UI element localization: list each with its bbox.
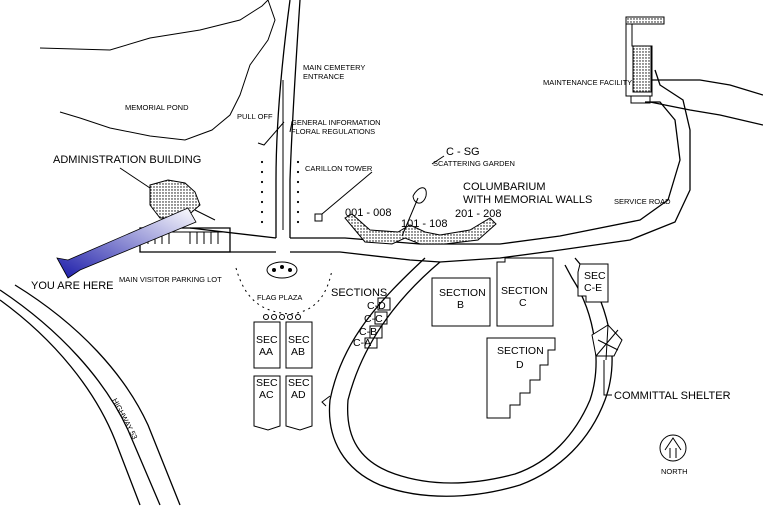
- north-arrow: [659, 434, 687, 462]
- section-ce-line2: C-E: [584, 282, 602, 294]
- section-c-line1: SECTION: [501, 285, 548, 297]
- sections-bcd: [431, 257, 556, 419]
- label-main-visitor-parking-lot: MAIN VISITOR PARKING LOT: [119, 275, 222, 284]
- committal-shelter[interactable]: [591, 324, 623, 361]
- label-c-sg: C - SG: [446, 146, 480, 158]
- section-ac-line1: SEC: [256, 377, 278, 389]
- sections-aa-ad: [253, 321, 313, 431]
- label-pull-off: PULL OFF: [237, 112, 273, 121]
- label-columbarium-2: WITH MEMORIAL WALLS: [463, 194, 592, 206]
- maintenance-facility[interactable]: [625, 16, 665, 104]
- section-cc: C-C: [364, 313, 383, 325]
- section-ad-line2: AD: [291, 389, 306, 401]
- label-service-road: SERVICE ROAD: [614, 197, 671, 206]
- highway-53: [0, 289, 161, 506]
- label-flag-plaza: FLAG PLAZA: [257, 293, 302, 302]
- label-carillon-tower: CARILLON TOWER: [305, 164, 373, 173]
- label-scattering-garden: SCATTERING GARDEN: [433, 159, 515, 168]
- section-ce-line1: SEC: [584, 270, 606, 282]
- label-main-cemetery-entrance-2: ENTRANCE: [303, 72, 344, 81]
- label-sections: SECTIONS: [331, 287, 387, 299]
- section-aa-line1: SEC: [256, 334, 278, 346]
- label-wall-201-208: 201 - 208: [455, 208, 501, 220]
- service-road: [649, 79, 763, 126]
- section-b-line1: SECTION: [439, 287, 486, 299]
- section-ab-line1: SEC: [288, 334, 310, 346]
- columbarium[interactable]: [344, 187, 497, 245]
- section-ce: [577, 263, 609, 303]
- label-maintenance-facility: MAINTENANCE FACILITY: [543, 78, 632, 87]
- label-committal-shelter: COMMITTAL SHELTER: [614, 390, 731, 402]
- label-wall-001-008: 001 - 008: [345, 207, 391, 219]
- section-d-line2: D: [516, 359, 524, 371]
- label-floral-regulations: FLORAL REGULATIONS: [291, 127, 375, 136]
- section-cd: C-D: [367, 300, 386, 312]
- section-ab-line2: AB: [291, 346, 305, 358]
- section-ac-line2: AC: [259, 389, 274, 401]
- label-memorial-pond: MEMORIAL POND: [125, 103, 189, 112]
- flag-plaza[interactable]: [235, 261, 333, 320]
- section-d-line1: SECTION: [497, 345, 544, 357]
- section-aa-line2: AA: [259, 346, 273, 358]
- section-cb: C-B: [359, 326, 377, 338]
- section-c-line2: C: [519, 297, 527, 309]
- label-highway-53: HIGHWAY 53: [110, 397, 139, 441]
- section-ad-line1: SEC: [288, 377, 310, 389]
- label-north: NORTH: [661, 467, 688, 476]
- section-b-line2: B: [457, 299, 464, 311]
- label-wall-101-108: 101 - 108: [401, 218, 447, 230]
- label-administration-building: ADMINISTRATION BUILDING: [53, 154, 201, 166]
- memorial-pond-shore: [39, 0, 276, 141]
- label-main-cemetery-entrance-1: MAIN CEMETERY: [303, 63, 365, 72]
- label-columbarium-1: COLUMBARIUM: [463, 181, 546, 193]
- section-ca: C-A: [353, 337, 371, 349]
- carillon-tower[interactable]: [314, 213, 323, 222]
- inner-loop: [328, 257, 613, 497]
- label-you-are-here: YOU ARE HERE: [31, 280, 114, 292]
- label-general-information: GENERAL INFORMATION: [291, 118, 381, 127]
- tree-lines: [260, 160, 300, 224]
- entrance-road: [275, 0, 291, 238]
- you-are-here-arrow: [56, 207, 197, 279]
